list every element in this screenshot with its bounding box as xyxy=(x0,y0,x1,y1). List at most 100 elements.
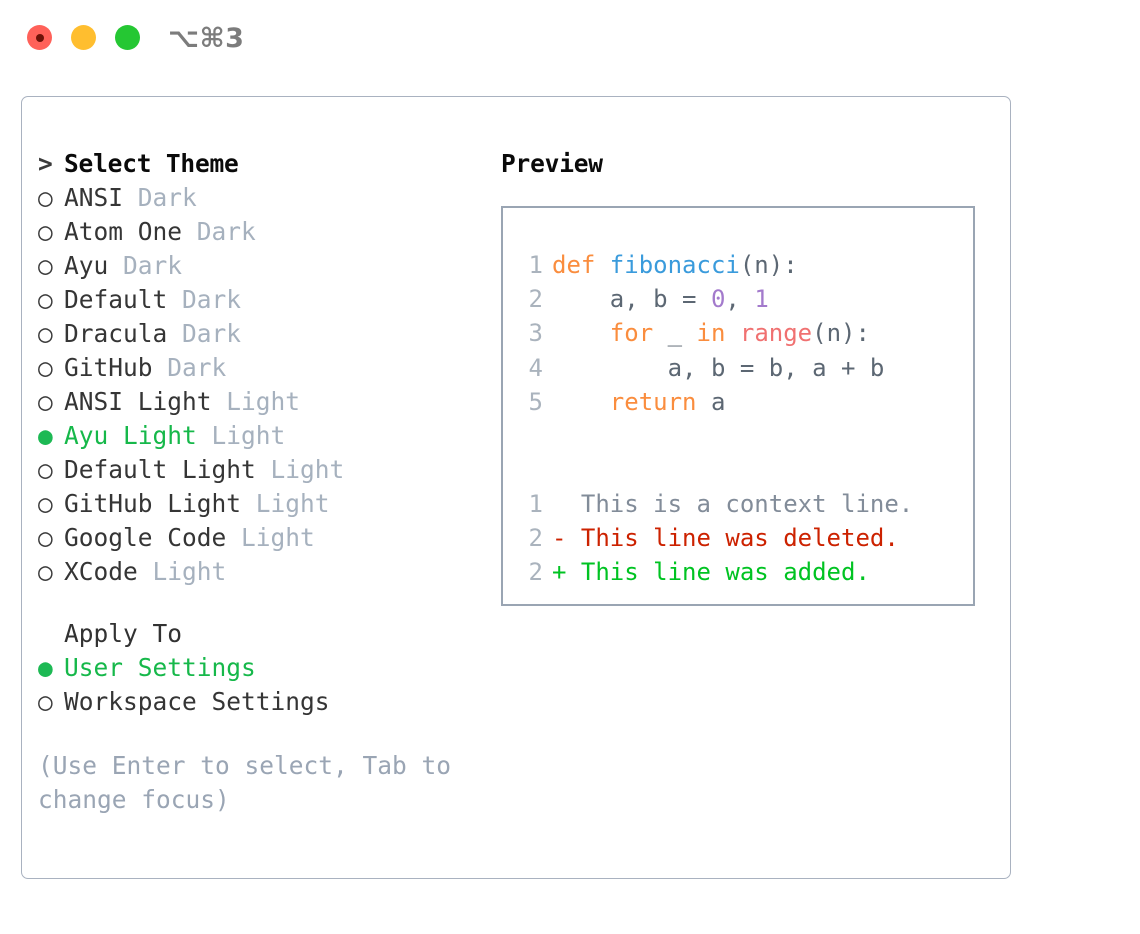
theme-option-github-dark[interactable]: ○GitHub Dark xyxy=(38,351,498,385)
radio-unselected-icon[interactable]: ○ xyxy=(38,687,53,716)
window-title: ⌥⌘3 xyxy=(168,23,245,54)
theme-variant-tag: Dark xyxy=(182,285,242,314)
theme-name: Default Light xyxy=(64,455,256,484)
radio-unselected-icon[interactable]: ○ xyxy=(38,455,53,484)
code-diff-separator xyxy=(517,419,973,453)
line-number: 2 xyxy=(528,524,543,553)
panel-columns: >Select Theme ○ANSI Dark ○Atom One Dark … xyxy=(22,97,1010,878)
theme-option-dracula-dark[interactable]: ○ Dracula Dark xyxy=(38,317,498,351)
line-number: 4 xyxy=(528,353,543,382)
radio-unselected-icon[interactable]: ○ xyxy=(38,319,53,348)
diff-sign: + xyxy=(552,558,567,587)
theme-name: Google Code xyxy=(64,523,227,552)
keyboard-hint-text: (Use Enter to select, Tab to change focu… xyxy=(38,751,452,814)
theme-variant-tag: Dark xyxy=(123,251,183,280)
diff-sign xyxy=(552,490,566,518)
theme-name: Ayu Light xyxy=(64,421,197,450)
code-token: , xyxy=(725,285,755,314)
theme-name: GitHub Light xyxy=(64,489,242,518)
select-theme-heading: > Select Theme xyxy=(38,147,498,181)
apply-to-heading: Apply To xyxy=(38,617,498,651)
code-token: a xyxy=(696,387,726,416)
diff-line-context: 1 This is a context line. xyxy=(517,487,973,521)
code-token: range xyxy=(739,319,813,348)
theme-option-google-code-light[interactable]: ○Google Code Light xyxy=(38,521,498,555)
theme-variant-tag: Light xyxy=(255,489,330,518)
apply-option-workspace-settings[interactable]: ○ Workspace Settings xyxy=(38,685,498,719)
theme-option-ayu-light[interactable]: ● Ayu Light Light xyxy=(38,419,498,453)
diff-text: This line was added. xyxy=(580,558,870,587)
code-token xyxy=(552,388,610,416)
theme-option-ansi-dark[interactable]: ○ANSI Dark xyxy=(38,181,498,215)
section-spacer xyxy=(38,589,498,617)
theme-option-default-dark[interactable]: ○ Default Dark xyxy=(38,283,498,317)
theme-variant-tag: Light xyxy=(152,557,227,586)
theme-option-ayu-dark[interactable]: ○ Ayu Dark xyxy=(38,249,498,283)
code-line: 5 return a xyxy=(517,385,973,419)
apply-option-user-settings[interactable]: ● User Settings xyxy=(38,651,498,685)
cursor-prefix-icon: > xyxy=(38,149,53,178)
code-token xyxy=(552,319,610,347)
code-token: in xyxy=(696,319,726,348)
code-token: return xyxy=(609,387,697,416)
code-token: for xyxy=(609,319,654,348)
radio-unselected-icon[interactable]: ○ xyxy=(38,557,53,586)
radio-unselected-icon[interactable]: ○ xyxy=(38,387,53,416)
radio-unselected-icon[interactable]: ○ xyxy=(38,183,53,212)
theme-option-ansi-light[interactable]: ○ANSI Light Light xyxy=(38,385,498,419)
theme-name: Default xyxy=(64,285,168,314)
theme-variant-tag: Light xyxy=(270,455,345,484)
close-icon[interactable] xyxy=(27,25,52,50)
diff-text: This is a context line. xyxy=(580,490,914,519)
theme-variant-tag: Light xyxy=(226,387,301,416)
theme-name: Dracula xyxy=(64,319,168,348)
code-token: fibonacci xyxy=(609,251,740,279)
maximize-icon[interactable] xyxy=(115,25,140,50)
select-theme-heading-label: Select Theme xyxy=(64,149,239,178)
title-bar: ⌥⌘3 xyxy=(0,0,1140,78)
theme-variant-tag: Dark xyxy=(167,353,227,382)
theme-option-atom-one-dark[interactable]: ○ Atom One Dark xyxy=(38,215,498,249)
radio-selected-icon[interactable]: ● xyxy=(38,653,53,682)
code-token: a, b = xyxy=(552,285,711,314)
radio-unselected-icon[interactable]: ○ xyxy=(38,489,53,518)
radio-unselected-icon[interactable]: ○ xyxy=(38,285,53,314)
theme-name: Atom One xyxy=(64,217,183,246)
apply-option-label: User Settings xyxy=(64,653,256,682)
diff-line-added: 2+ This line was added. xyxy=(517,555,973,589)
radio-unselected-icon[interactable]: ○ xyxy=(38,217,53,246)
theme-name: ANSI xyxy=(64,183,124,212)
code-token xyxy=(725,319,739,347)
theme-variant-tag: Light xyxy=(211,421,286,450)
line-number: 5 xyxy=(528,387,543,416)
code-line: 2 a, b = 0, 1 xyxy=(517,282,973,316)
heading-indent xyxy=(38,617,64,651)
radio-selected-icon[interactable]: ● xyxy=(38,421,53,450)
theme-variant-tag: Dark xyxy=(196,217,256,246)
code-line: 4 a, b = b, a + b xyxy=(517,351,973,385)
code-diff-separator xyxy=(517,453,973,487)
code-token: 0 xyxy=(710,285,726,314)
radio-unselected-icon[interactable]: ○ xyxy=(38,251,53,280)
code-line: 3 for _ in range(n): xyxy=(517,316,973,350)
radio-unselected-icon[interactable]: ○ xyxy=(38,523,53,552)
radio-unselected-icon[interactable]: ○ xyxy=(38,353,53,382)
diff-sign: - xyxy=(552,524,567,553)
theme-name: Ayu xyxy=(64,251,109,280)
apply-option-label: Workspace Settings xyxy=(64,687,330,716)
theme-option-default-light[interactable]: ○ Default Light Light xyxy=(38,453,498,487)
main-panel: >Select Theme ○ANSI Dark ○Atom One Dark … xyxy=(21,96,1011,879)
line-number: 2 xyxy=(528,285,543,314)
code-token: a, b = b, a + b xyxy=(552,353,885,382)
theme-option-github-light[interactable]: ○ GitHub Light Light xyxy=(38,487,498,521)
theme-selector-column: >Select Theme ○ANSI Dark ○Atom One Dark … xyxy=(38,147,498,817)
apply-to-heading-label: Apply To xyxy=(64,619,183,648)
theme-variant-tag: Dark xyxy=(182,319,242,348)
theme-option-xcode-light[interactable]: ○ XCode Light xyxy=(38,555,498,589)
theme-name: XCode xyxy=(64,557,138,586)
minimize-icon[interactable] xyxy=(71,25,96,50)
